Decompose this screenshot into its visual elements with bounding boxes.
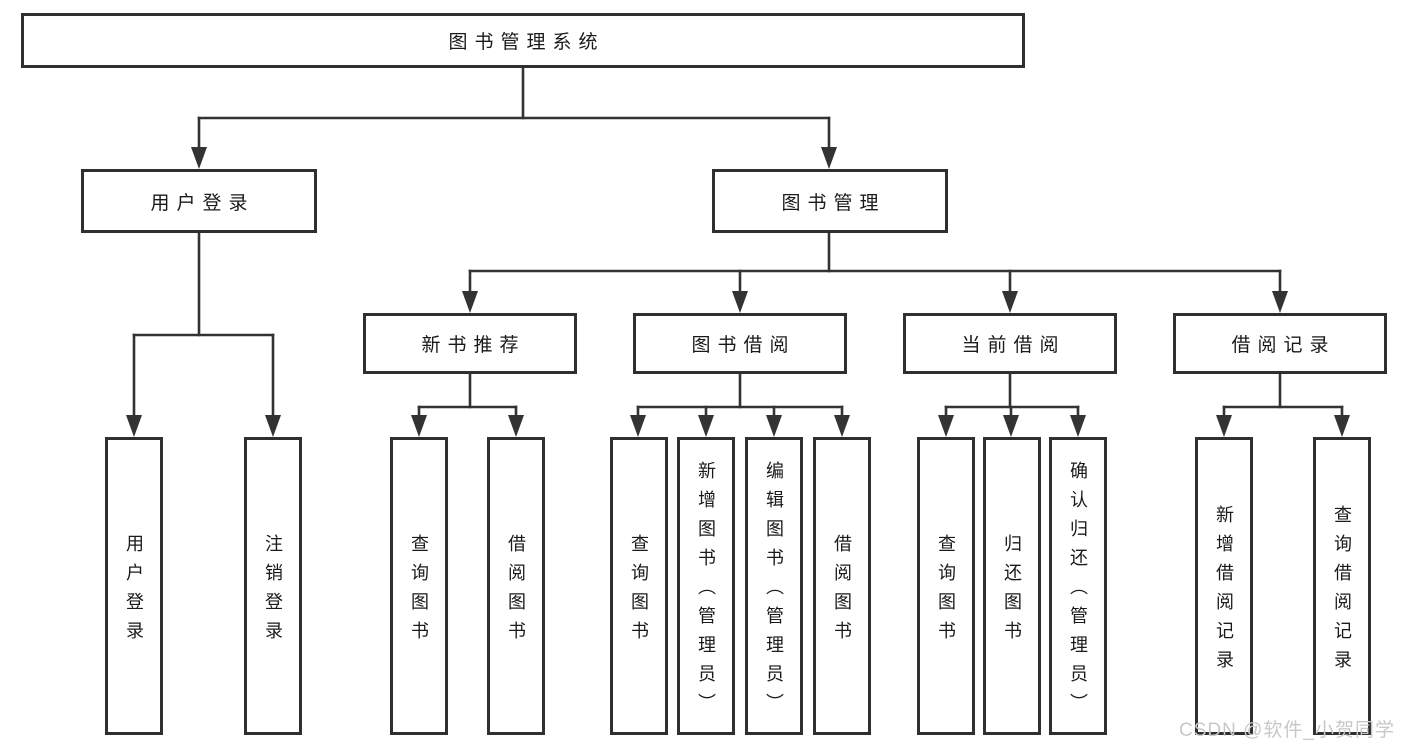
- leaf-edit-book-admin: 编辑图书（管理员）: [745, 437, 803, 735]
- leaf-query-book-borrow: 查询图书: [610, 437, 668, 735]
- leaf-query-book-newbook: 查询图书: [390, 437, 448, 735]
- leaf-borrow-book-borrow: 借阅图书: [813, 437, 871, 735]
- leaf-logout: 注销登录: [244, 437, 302, 735]
- leaf-label: 新增借阅记录: [1214, 504, 1234, 679]
- node-label: 新书推荐: [421, 335, 526, 356]
- leaf-label: 编辑图书（管理员）: [764, 461, 784, 722]
- leaf-label: 借阅图书: [506, 533, 526, 650]
- node-current-borrowing: 当前借阅: [903, 313, 1117, 374]
- leaf-label: 确认归还（管理员）: [1068, 461, 1088, 722]
- node-new-book-recommendation: 新书推荐: [363, 313, 577, 374]
- leaf-user-login: 用户登录: [105, 437, 163, 735]
- node-library-management-system: 图书管理系统: [21, 13, 1025, 68]
- leaf-label: 归还图书: [1002, 533, 1022, 650]
- leaf-borrow-book-newbook: 借阅图书: [487, 437, 545, 735]
- node-label: 图书管理系统: [448, 32, 605, 53]
- node-label: 当前借阅: [961, 335, 1066, 356]
- leaf-add-book-admin: 新增图书（管理员）: [677, 437, 735, 735]
- leaf-label: 新增图书（管理员）: [696, 461, 716, 722]
- node-borrowing-records: 借阅记录: [1173, 313, 1387, 374]
- node-book-management: 图书管理: [712, 169, 948, 233]
- node-label: 图书借阅: [691, 335, 796, 356]
- leaf-return-book: 归还图书: [983, 437, 1041, 735]
- node-label: 用户登录: [150, 192, 255, 214]
- leaf-label: 查询借阅记录: [1332, 504, 1352, 679]
- leaf-label: 注销登录: [263, 533, 283, 650]
- leaf-add-borrow-record: 新增借阅记录: [1195, 437, 1253, 735]
- leaf-label: 查询图书: [936, 533, 956, 650]
- node-user-login: 用户登录: [81, 169, 317, 233]
- csdn-watermark: CSDN @软件_小贺同学: [1179, 720, 1395, 741]
- node-label: 图书管理: [781, 192, 886, 214]
- leaf-query-borrow-record: 查询借阅记录: [1313, 437, 1371, 735]
- node-label: 借阅记录: [1231, 335, 1336, 356]
- leaf-confirm-return-admin: 确认归还（管理员）: [1049, 437, 1107, 735]
- leaf-label: 查询图书: [629, 533, 649, 650]
- leaf-query-book-current: 查询图书: [917, 437, 975, 735]
- node-book-borrowing: 图书借阅: [633, 313, 847, 374]
- leaf-label: 借阅图书: [832, 533, 852, 650]
- leaf-label: 查询图书: [409, 533, 429, 650]
- leaf-label: 用户登录: [124, 533, 144, 650]
